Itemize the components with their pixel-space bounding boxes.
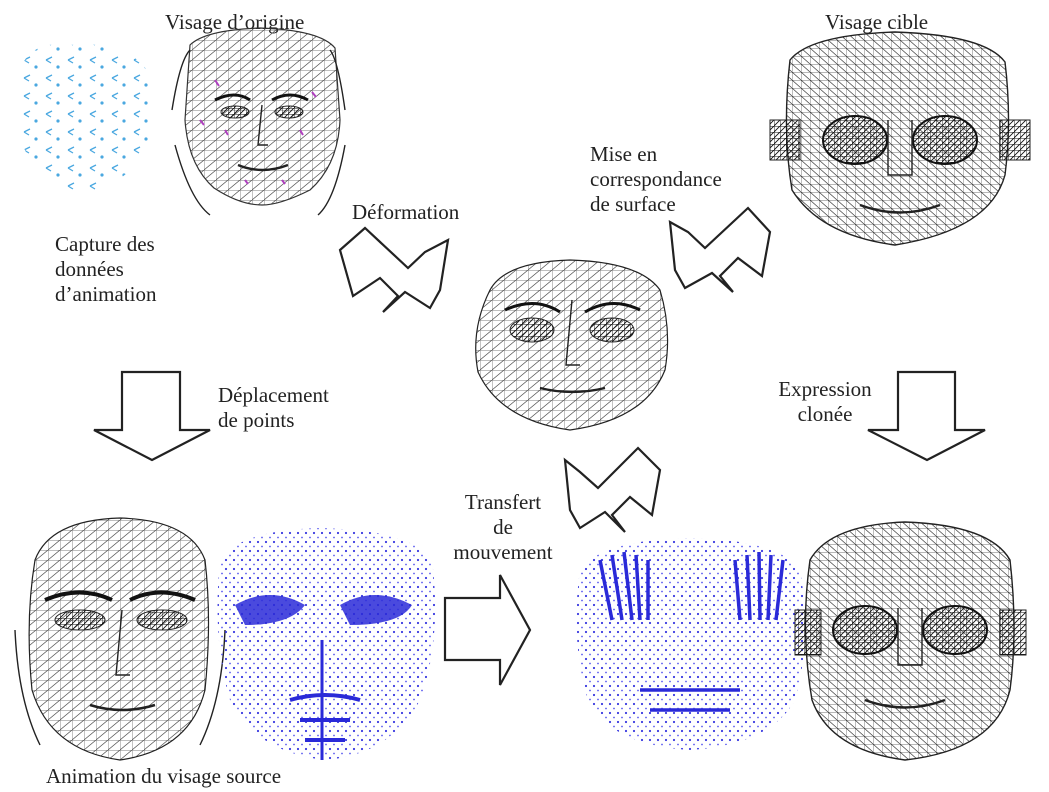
source-motion-field [218, 528, 436, 760]
generic-face-wireframe [476, 260, 668, 430]
target-face-wireframe [770, 32, 1030, 245]
original-face-wireframe [172, 28, 345, 215]
deformation-arrow [340, 228, 448, 312]
motion-transfer-arrow [445, 575, 530, 685]
surface-matching-arrow [670, 208, 770, 292]
capture-markers [18, 44, 156, 190]
target-motion-field [576, 538, 805, 750]
center-to-bottom-arrow [565, 448, 660, 532]
source-animated-face-wireframe [15, 518, 225, 760]
cloned-face-wireframe [795, 522, 1026, 760]
point-displacement-arrow [94, 372, 210, 460]
cloned-expression-arrow [868, 372, 985, 460]
